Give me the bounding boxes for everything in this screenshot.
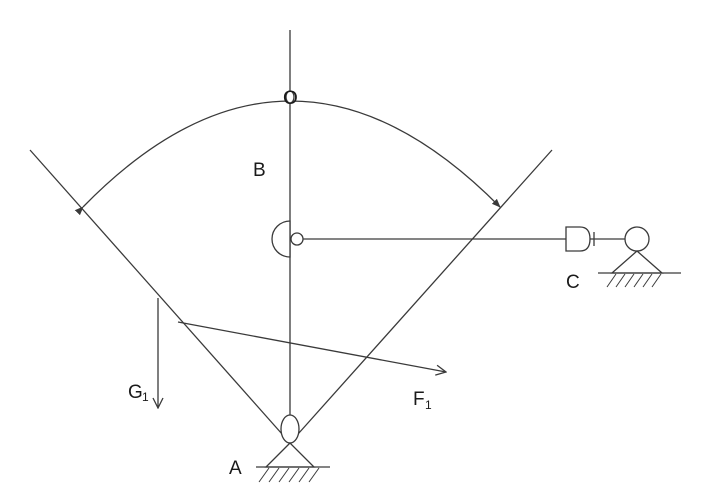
label-g1: G 1 (128, 382, 149, 404)
ground-c-hatch (606, 273, 662, 288)
support-a-triangle (264, 442, 316, 468)
pivot-c-circle (624, 226, 650, 252)
label-f1: F 1 (413, 389, 432, 412)
pivot-o-circle (285, 90, 295, 104)
left-arm-line (29, 149, 291, 444)
label-c: C (566, 272, 580, 293)
pivot-a-circle (280, 414, 300, 444)
svg-text:F: F (413, 389, 425, 410)
force-arrow-f1 (177, 321, 446, 372)
svg-text:G: G (128, 382, 143, 403)
label-b: B (253, 160, 266, 181)
label-o: O (283, 88, 298, 109)
label-a: A (229, 458, 242, 479)
hub-b-inner-circle (290, 232, 304, 246)
cylinder-body (565, 226, 591, 252)
swing-angle-arc (74, 100, 501, 216)
ground-a-hatch (258, 467, 320, 483)
hub-b-half-circle (271, 220, 291, 258)
svg-text:1: 1 (142, 390, 149, 404)
support-c-triangle (610, 250, 664, 274)
svg-text:1: 1 (425, 398, 432, 412)
right-arm-line (289, 149, 553, 444)
